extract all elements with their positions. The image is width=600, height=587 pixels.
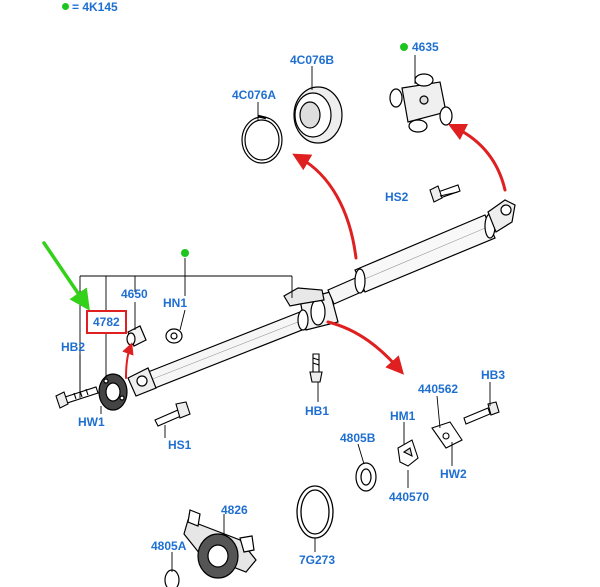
bolt-hb1 (309, 353, 323, 383)
bolt-hs2 (429, 184, 461, 203)
part-label-4805b[interactable]: 4805B (340, 431, 376, 445)
part-label-4782-highlighted[interactable]: 4782 (86, 310, 127, 334)
boot-4c076b (293, 86, 343, 144)
part-label-4c076a[interactable]: 4C076A (232, 88, 277, 102)
green-dot-marker-icon (181, 249, 189, 257)
bushing (126, 325, 147, 347)
clamp-4c076a (241, 114, 283, 164)
part-label-hm1[interactable]: HM1 (390, 409, 416, 423)
part-label-hs2[interactable]: HS2 (385, 190, 409, 204)
universal-joint (389, 73, 453, 133)
part-label-440562[interactable]: 440562 (418, 382, 459, 396)
lock-plate (431, 421, 463, 449)
part-label-7g273[interactable]: 7G273 (299, 553, 336, 567)
bolt-hs1 (154, 401, 191, 427)
legend-text: = 4K145 (72, 0, 118, 14)
part-label-440570[interactable]: 440570 (389, 490, 430, 504)
ring-4805b (355, 462, 377, 492)
part-label-hw2[interactable]: HW2 (440, 467, 467, 481)
red-arrows (122, 123, 507, 379)
clip-hm1 (397, 439, 419, 467)
part-label-4635[interactable]: 4635 (412, 40, 439, 54)
part-label-4c076b[interactable]: 4C076B (290, 53, 335, 67)
ring-4805a (164, 569, 180, 587)
part-label-4826[interactable]: 4826 (221, 503, 248, 517)
bolt-hb2 (55, 386, 99, 409)
seal-ring-7g273 (296, 485, 334, 539)
legend: = 4K145 (62, 0, 118, 14)
part-label-hn1[interactable]: HN1 (163, 296, 188, 310)
center-bearing (183, 509, 257, 579)
red-arrow-to-bearing (326, 320, 404, 375)
part-label-4650[interactable]: 4650 (121, 287, 148, 301)
leader-lines (79, 55, 491, 572)
part-label-hw1[interactable]: HW1 (78, 415, 105, 429)
part-label-4805a[interactable]: 4805A (151, 539, 187, 553)
red-arrow-to-ujoint (447, 123, 507, 192)
drive-shaft (127, 199, 516, 397)
part-label-hs1[interactable]: HS1 (168, 438, 192, 452)
part-label-hb1[interactable]: HB1 (305, 404, 330, 418)
part-label-hb3[interactable]: HB3 (481, 368, 506, 382)
nut (165, 328, 183, 344)
green-dot-marker-icon (62, 3, 69, 10)
red-arrow-to-boot (292, 153, 358, 260)
flex-coupling (98, 373, 128, 411)
green-arrow (42, 241, 90, 311)
red-arrow-to-bushing (122, 342, 134, 379)
bolt-hb3 (463, 401, 500, 425)
green-dot-marker-icon (400, 43, 408, 51)
part-label-hb2[interactable]: HB2 (61, 340, 86, 354)
